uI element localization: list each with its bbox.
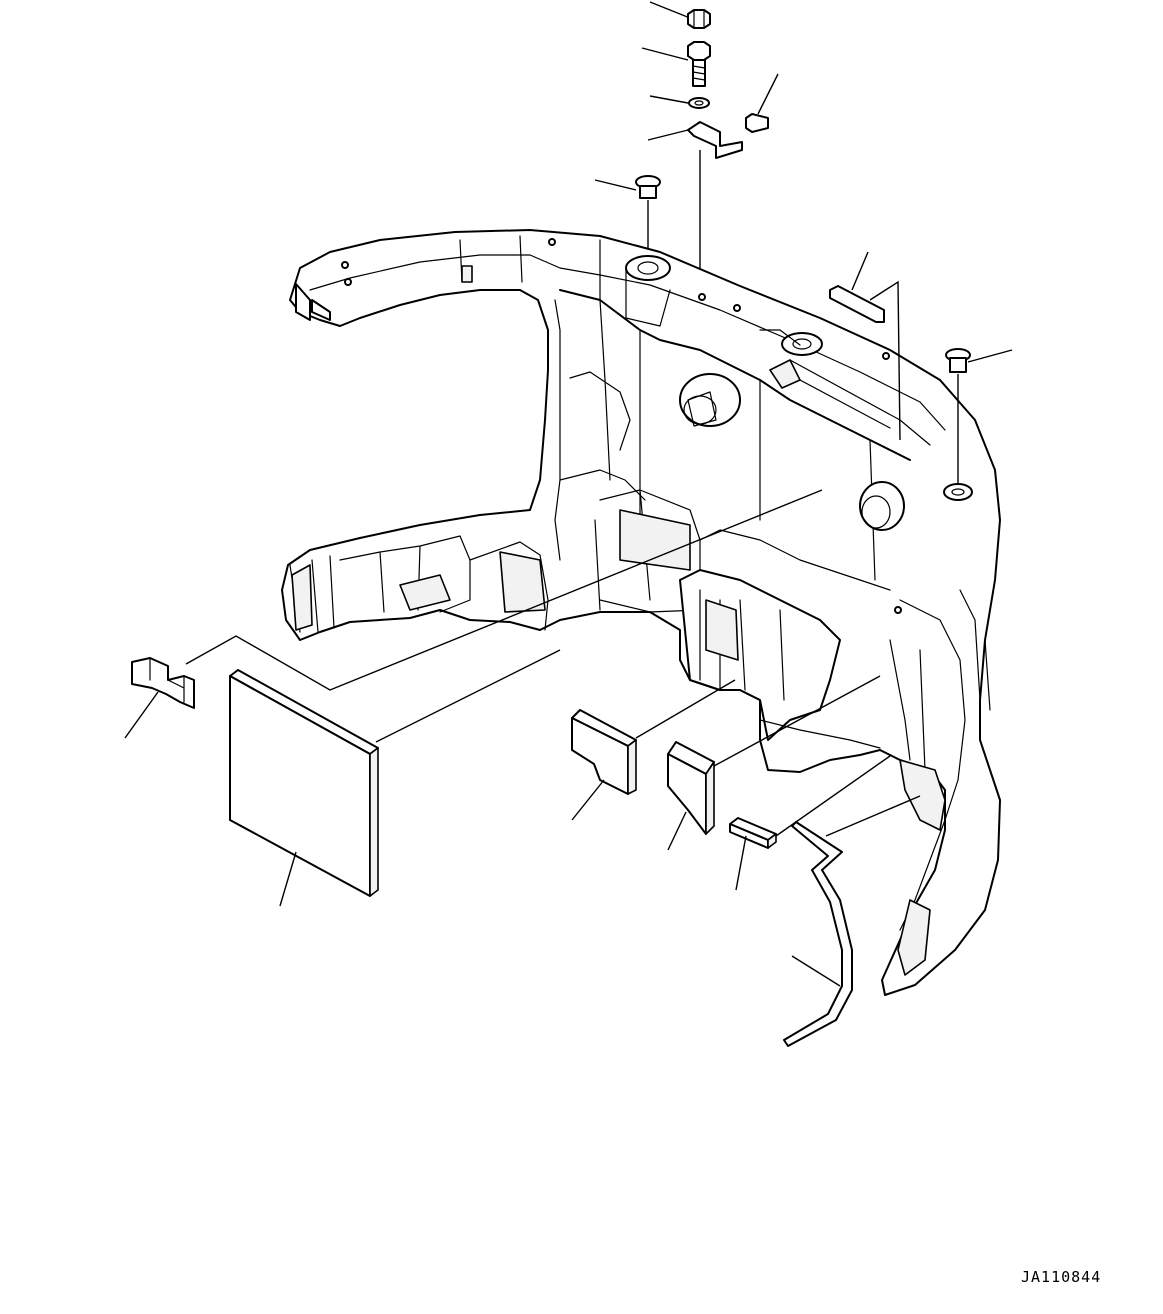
block-icon bbox=[124, 489, 823, 739]
pad-icon bbox=[571, 679, 736, 821]
wire-icon bbox=[783, 795, 921, 1047]
bracket-icon bbox=[647, 121, 743, 270]
counterweight-icon bbox=[281, 229, 1001, 996]
strip-icon bbox=[829, 251, 901, 441]
drawing-code: JA110844 bbox=[1021, 1268, 1102, 1286]
plate-icon bbox=[229, 649, 561, 907]
block-icon bbox=[729, 755, 891, 891]
bolt-icon bbox=[641, 41, 711, 87]
washer-icon bbox=[649, 95, 710, 109]
hex-nut-icon bbox=[649, 1, 711, 29]
pad-icon bbox=[745, 73, 779, 133]
pad-icon bbox=[667, 675, 881, 851]
plug-icon bbox=[945, 348, 1013, 484]
